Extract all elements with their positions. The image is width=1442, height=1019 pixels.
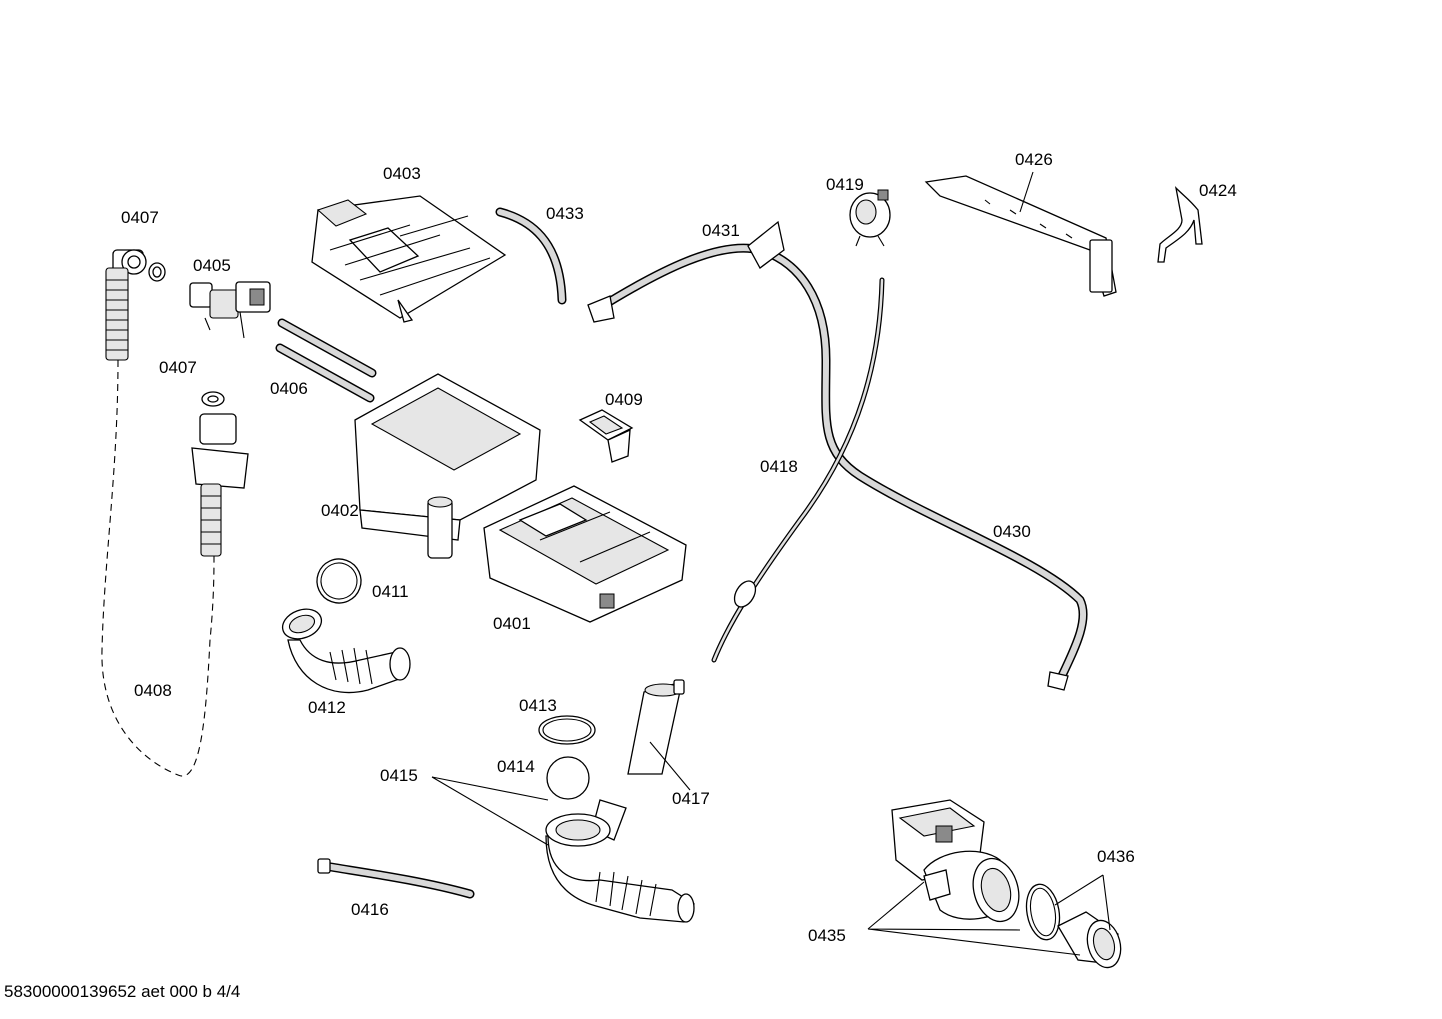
part-0415-sump bbox=[545, 799, 695, 923]
part-0401-detergent-drawer bbox=[483, 485, 687, 623]
label-0411: 0411 bbox=[372, 582, 409, 601]
part-0413-seal-ring-inner bbox=[542, 718, 592, 742]
part-0431-0430-hose bbox=[587, 220, 1088, 691]
label-0407-top: 0407 bbox=[121, 208, 159, 227]
label-0433: 0433 bbox=[546, 204, 584, 223]
part-0416-hose bbox=[317, 858, 475, 899]
part-0414-ball bbox=[546, 756, 590, 800]
label-0413: 0413 bbox=[519, 696, 557, 715]
label-0430: 0430 bbox=[993, 522, 1031, 541]
label-0409: 0409 bbox=[605, 390, 643, 409]
part-0408-inlet-fitting-lower bbox=[191, 413, 249, 557]
part-0418-thin-hose bbox=[711, 277, 885, 663]
part-0403-dispenser-lid bbox=[311, 195, 507, 323]
part-0408-inlet-hose-upper bbox=[105, 267, 129, 361]
part-0407-washer-lower bbox=[201, 391, 225, 407]
part-0412-bellows bbox=[281, 608, 411, 694]
label-0405: 0405 bbox=[193, 256, 231, 275]
label-0426: 0426 bbox=[1015, 150, 1053, 169]
part-0411-seal-ring-inner bbox=[320, 562, 358, 600]
label-0419: 0419 bbox=[826, 175, 864, 194]
label-0415: 0415 bbox=[380, 766, 418, 785]
drawing-code-footer: 58300000139652 aet 000 b 4/4 bbox=[4, 982, 241, 1001]
part-0407-fitting-top bbox=[112, 249, 166, 282]
part-0405-inlet-valve bbox=[189, 281, 271, 339]
label-0407-lower: 0407 bbox=[159, 358, 197, 377]
part-0426-bracket-rail bbox=[924, 175, 1117, 297]
part-0436-filter bbox=[1025, 883, 1122, 969]
label-0418: 0418 bbox=[760, 457, 798, 476]
label-0408: 0408 bbox=[134, 681, 172, 700]
part-0413-seal-ring bbox=[538, 715, 596, 745]
label-0401: 0401 bbox=[493, 614, 531, 633]
part-0406-tubes bbox=[275, 318, 377, 403]
label-0416: 0416 bbox=[351, 900, 389, 919]
label-0424: 0424 bbox=[1199, 181, 1237, 200]
label-0402: 0402 bbox=[321, 501, 359, 520]
label-0417: 0417 bbox=[672, 789, 710, 808]
part-0435-drain-pump bbox=[891, 799, 1020, 923]
part-0408-hose-path bbox=[101, 359, 215, 777]
label-0412: 0412 bbox=[308, 698, 346, 717]
label-0431: 0431 bbox=[702, 221, 740, 240]
part-0417-sensor bbox=[627, 679, 685, 775]
part-0419-pressure-switch bbox=[849, 189, 891, 247]
part-0424-hook bbox=[1157, 186, 1203, 263]
part-0433-hose bbox=[495, 207, 567, 305]
label-0406: 0406 bbox=[270, 379, 308, 398]
part-0409-clip bbox=[578, 409, 634, 463]
label-0403: 0403 bbox=[383, 164, 421, 183]
leader-lines bbox=[431, 171, 1111, 956]
part-0411-seal-ring bbox=[316, 558, 362, 604]
label-0435: 0435 bbox=[808, 926, 846, 945]
label-0436: 0436 bbox=[1097, 847, 1135, 866]
label-0414: 0414 bbox=[497, 757, 535, 776]
part-0402-dispenser-housing bbox=[354, 373, 541, 559]
